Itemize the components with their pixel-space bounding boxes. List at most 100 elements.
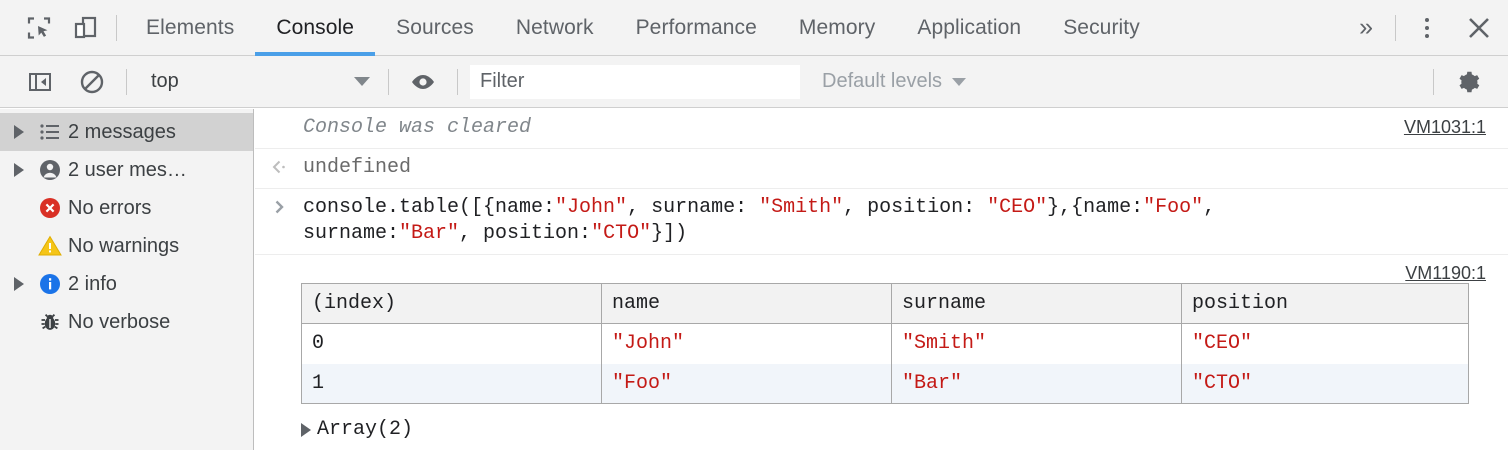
- column-header-name[interactable]: name: [601, 283, 892, 324]
- clear-console-icon[interactable]: [66, 56, 118, 108]
- list-icon: [32, 120, 68, 144]
- tab-label: Network: [515, 15, 594, 39]
- disclosure-triangle-icon[interactable]: [6, 277, 32, 291]
- console-table[interactable]: (index) name surname position 0 "John" "…: [301, 283, 1469, 404]
- gear-icon[interactable]: [1442, 56, 1494, 108]
- console-command-text: console.table([{name:"John", surname: "S…: [255, 195, 1508, 247]
- command-string-cto: "CTO": [591, 222, 652, 245]
- sidebar-item-warnings[interactable]: No warnings: [0, 227, 253, 265]
- bug-icon: [32, 310, 68, 334]
- log-levels-dropdown[interactable]: Default levels: [822, 70, 967, 93]
- command-code-2: , position:: [843, 196, 988, 219]
- create-live-expression-icon[interactable]: [397, 56, 449, 108]
- tab-network[interactable]: Network: [495, 0, 615, 56]
- tab-label: Application: [917, 15, 1022, 39]
- filterbar-divider-3: [457, 68, 458, 95]
- cell-position: "CTO": [1181, 363, 1469, 404]
- sidebar-item-info[interactable]: 2 info: [0, 265, 253, 303]
- console-message-result[interactable]: undefined: [255, 149, 1508, 189]
- table-row[interactable]: 1 "Foo" "Bar" "CTO": [301, 363, 1469, 404]
- cell-surname: "Bar": [891, 363, 1182, 404]
- sidebar-item-label: 2 messages: [68, 120, 176, 143]
- filterbar-right-controls: [1425, 56, 1508, 108]
- console-message-list[interactable]: Console was cleared VM1031:1 undefined c…: [255, 109, 1508, 450]
- sidebar-item-verbose[interactable]: No verbose: [0, 303, 253, 341]
- command-string-smith: "Smith": [759, 196, 844, 219]
- console-message-cleared[interactable]: Console was cleared VM1031:1: [255, 109, 1508, 149]
- tab-label: Sources: [396, 15, 474, 39]
- console-table-head: (index) name surname position: [301, 283, 1469, 324]
- tab-elements[interactable]: Elements: [125, 0, 255, 56]
- sidebar-item-messages[interactable]: 2 messages: [0, 113, 253, 151]
- chevron-down-icon: [354, 77, 370, 86]
- command-code-4: , surname:: [303, 196, 1216, 245]
- tab-security[interactable]: Security: [1042, 0, 1161, 56]
- result-arrow-icon: [263, 156, 297, 178]
- command-string-foo: "Foo": [1143, 196, 1204, 219]
- command-string-bar: "Bar": [399, 222, 460, 245]
- tab-performance[interactable]: Performance: [615, 0, 778, 56]
- more-tabs-icon[interactable]: »: [1345, 0, 1387, 56]
- device-toolbar-icon[interactable]: [62, 0, 108, 56]
- cell-position: "CEO": [1181, 323, 1469, 364]
- disclosure-triangle-icon[interactable]: [6, 163, 32, 177]
- filterbar-divider-2: [388, 68, 389, 95]
- console-sidebar: 2 messages 2 user mes… No errors: [0, 109, 254, 450]
- execution-context-selector[interactable]: top: [135, 56, 380, 108]
- column-header-index[interactable]: (index): [301, 283, 602, 324]
- array-preview-inner: Array(2): [255, 418, 1508, 441]
- filterbar-divider-1: [126, 68, 127, 95]
- cell-name: "Foo": [601, 363, 892, 404]
- console-message-command[interactable]: console.table([{name:"John", surname: "S…: [255, 189, 1508, 255]
- tab-label: Performance: [635, 15, 757, 39]
- sidebar-item-label: 2 info: [68, 272, 117, 295]
- chevron-down-icon: [952, 77, 967, 86]
- show-console-sidebar-icon[interactable]: [14, 56, 66, 108]
- command-string-john: "John": [555, 196, 628, 219]
- column-header-surname[interactable]: surname: [891, 283, 1182, 324]
- command-code-5: , position:: [459, 222, 592, 245]
- sidebar-item-label: No verbose: [68, 310, 171, 333]
- tab-memory[interactable]: Memory: [778, 0, 896, 56]
- source-link[interactable]: VM1190:1: [1405, 263, 1486, 283]
- console-table-body: 0 "John" "Smith" "CEO" 1 "Foo" "Bar" "CT…: [301, 323, 1469, 404]
- cell-name: "John": [601, 323, 892, 364]
- inspect-element-icon[interactable]: [16, 0, 62, 56]
- tab-console[interactable]: Console: [255, 0, 375, 56]
- sidebar-item-label: No warnings: [68, 234, 180, 257]
- command-string-ceo: "CEO": [987, 196, 1048, 219]
- panel-tabs: Elements Console Sources Network Perform…: [125, 0, 1161, 56]
- disclosure-triangle-icon[interactable]: [6, 125, 32, 139]
- warning-icon: [32, 234, 68, 258]
- command-code-0: console.table([{name:: [303, 196, 556, 219]
- cell-surname: "Smith": [891, 323, 1182, 364]
- tab-sources[interactable]: Sources: [375, 0, 495, 56]
- command-code-6: }]): [651, 222, 688, 245]
- table-row[interactable]: 0 "John" "Smith" "CEO": [301, 323, 1469, 364]
- console-array-preview[interactable]: Array(2): [255, 410, 1508, 450]
- source-link[interactable]: VM1031:1: [1403, 117, 1486, 137]
- column-header-position[interactable]: position: [1181, 283, 1469, 324]
- filter-input[interactable]: [470, 64, 800, 99]
- array-label: Array(2): [317, 418, 414, 441]
- sidebar-item-errors[interactable]: No errors: [0, 189, 253, 227]
- tab-application[interactable]: Application: [896, 0, 1042, 56]
- command-code-3: },{name:: [1047, 196, 1144, 219]
- toolbar-divider: [116, 14, 117, 41]
- more-options-icon[interactable]: [1404, 0, 1450, 56]
- console-filter-bar: top Default levels: [0, 56, 1508, 108]
- close-icon[interactable]: [1450, 0, 1508, 56]
- tab-label: Security: [1063, 15, 1140, 39]
- cell-index: 1: [301, 363, 602, 404]
- sidebar-item-label: 2 user mes…: [68, 158, 187, 181]
- info-icon: [32, 272, 68, 296]
- devtools-tab-bar: Elements Console Sources Network Perform…: [0, 0, 1508, 56]
- input-prompt-icon: [263, 196, 297, 218]
- sidebar-item-label: No errors: [68, 196, 152, 219]
- disclosure-triangle-icon[interactable]: [301, 422, 311, 437]
- filterbar-divider-4: [1433, 68, 1434, 95]
- console-message-table[interactable]: VM1190:1 (index) name surname position 0…: [255, 255, 1508, 450]
- sidebar-item-user-messages[interactable]: 2 user mes…: [0, 151, 253, 189]
- toolbar-divider-right: [1395, 14, 1396, 41]
